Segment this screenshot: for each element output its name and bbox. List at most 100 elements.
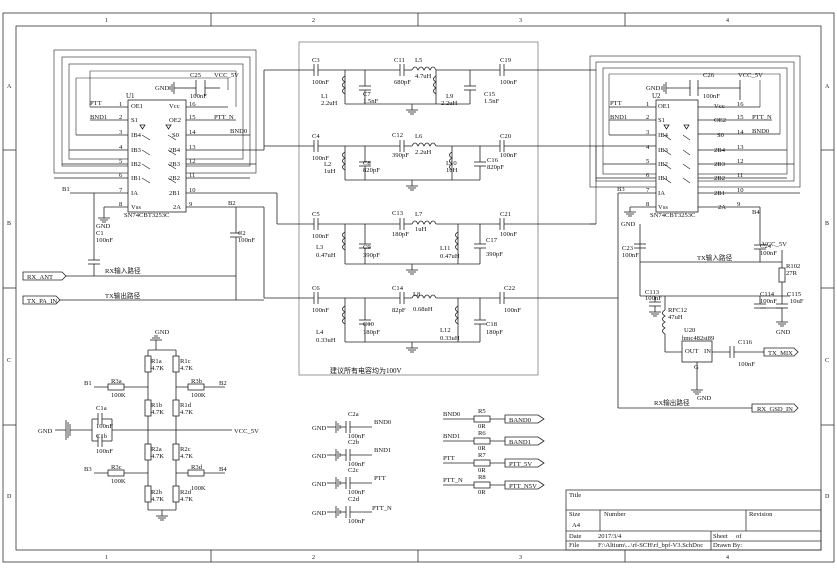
r8-ref: R8	[478, 474, 486, 481]
r1a-ref: R1a	[151, 358, 162, 365]
c10-value: 180pF	[363, 329, 380, 336]
r1c-value: 4.7K	[180, 365, 193, 372]
r3b-ref: R3b	[191, 378, 203, 385]
c9-ref: C9	[363, 244, 371, 251]
l12-value: 0.33uH	[440, 335, 460, 342]
rx-gsd-in-port	[751, 403, 799, 413]
c18-value: 180pF	[486, 329, 503, 336]
tb-file-value: F:\Altium\...\rf-SCH\rf_bpf-V3.SchDoc	[598, 542, 703, 549]
c19-ref: C19	[500, 57, 512, 64]
u1-pin-vcc: Vcc	[169, 103, 180, 110]
rfc12-value: 47uH	[668, 314, 683, 321]
u1-gnd-label: GND	[155, 85, 170, 92]
l2-ref: L2	[324, 161, 331, 168]
u1-chip	[127, 99, 187, 213]
c12-value: 390pF	[392, 152, 409, 159]
c7-ref: C7	[363, 91, 371, 98]
l9-ref: L9	[446, 93, 454, 100]
c1a-ref: C1a	[96, 405, 107, 412]
row-label-d: D	[7, 494, 12, 500]
c2c-gnd-label: GND	[312, 481, 327, 488]
c10-ref: C10	[363, 321, 375, 328]
ptt-5v-port-label: PTT_5V	[509, 461, 532, 468]
filter-note: 建议所有电容均为100V	[330, 366, 402, 375]
c19-value: 100nF	[500, 79, 517, 86]
u1-pin-14: 14	[189, 129, 196, 136]
row-label-b: B	[7, 221, 11, 227]
u2-pin-ib4: IB4	[658, 132, 669, 139]
title-block	[565, 489, 822, 551]
rx-gnd-label: GND	[776, 329, 791, 336]
r2c-ref: R2c	[180, 446, 191, 453]
c8-ref: C8	[363, 160, 371, 167]
u2-pin-6: 6	[646, 172, 650, 179]
rx-ant-port	[22, 271, 67, 281]
u2-gnd-label: GND	[646, 85, 661, 92]
rx-gsd-in-label: RX_GSD_IN	[757, 406, 793, 413]
tx-output-path-label: TX输出路径	[105, 291, 141, 300]
u1-ptt-n-label: PTT_N	[214, 114, 234, 121]
c2b-value: 100nF	[348, 461, 365, 468]
c20-value: 100nF	[500, 152, 517, 159]
band0-port	[504, 414, 545, 424]
c114-value: 100nF	[760, 298, 777, 305]
c14-value: 82pF	[392, 307, 406, 314]
l2-value: 1uH	[324, 168, 336, 175]
u2-pin-7: 7	[646, 187, 650, 194]
tb-sheet-label: Sheet	[713, 533, 728, 540]
r1b-value: 4.7K	[151, 409, 164, 416]
u2-pin-12: 12	[737, 158, 744, 165]
u2-pin-vss: Vss	[658, 204, 668, 211]
r8-net: PTT_N	[443, 477, 463, 484]
c116-ref: C116	[738, 339, 753, 346]
c1-value: 100nF	[96, 237, 113, 244]
tb-size-label: Size	[569, 511, 580, 518]
c8-value: 820pF	[363, 167, 380, 174]
l10-ref: L10	[446, 160, 457, 167]
r2c-value: 4.7K	[180, 453, 193, 460]
c26-ref: C26	[703, 72, 715, 79]
filter-band-3	[264, 292, 618, 353]
r1c-ref: R1c	[180, 358, 191, 365]
u2-pin-ib2: IB2	[658, 161, 668, 168]
ptt-n5v-port-label: PTT_N5V	[509, 483, 537, 490]
c5-ref: C5	[312, 211, 320, 218]
col-label-2: 2	[312, 18, 315, 24]
l7-ref: L7	[415, 211, 423, 218]
u1-pin-s0: S0	[172, 132, 180, 139]
filter-band-0	[264, 64, 596, 115]
u2-b3-label: B3	[617, 186, 625, 193]
c7-value: 1.5nF	[363, 98, 379, 105]
rn-b4-label: B4	[219, 466, 227, 473]
u1-pin-2b4: 2B4	[169, 147, 181, 154]
rfc12-ref: RFC12	[668, 307, 687, 314]
tb-revision-label: Revision	[749, 511, 773, 518]
u2-chip	[655, 99, 699, 213]
l10-value: 1uH	[446, 167, 458, 174]
c2b-ref: C2b	[348, 439, 360, 446]
row-label-c-right: C	[825, 358, 829, 364]
rx-amp-wiring	[618, 250, 790, 409]
l8-ref: L8	[413, 291, 421, 298]
u2-part: SN74CBT3253C	[650, 212, 696, 219]
r6-ref: R6	[478, 430, 486, 437]
u20-gnd-label: GND	[697, 395, 712, 402]
col-label-4: 4	[726, 18, 729, 24]
c1b-value: 100nF	[96, 448, 113, 455]
c26-value: 100nF	[703, 93, 720, 100]
c23-ref: C23	[622, 245, 634, 252]
u20-part: hmc482st89	[682, 335, 715, 342]
c2a-gnd-label: GND	[312, 425, 327, 432]
u20-out-pin: OUT	[685, 348, 699, 355]
u1-pin-15: 15	[189, 114, 196, 121]
u20-gnd-pin: G	[694, 364, 699, 371]
band0-port-label: BAND0	[509, 417, 532, 424]
u1-part: SN74CBT3253C	[124, 212, 170, 219]
u1-pin-2b1: 2B1	[169, 190, 180, 197]
u2-pin-3: 3	[646, 129, 650, 136]
u2-pin-9: 9	[737, 201, 741, 208]
u2-vcc-label: VCC_5V	[738, 72, 763, 79]
u1-pin-ib2: IB2	[131, 161, 141, 168]
l3-ref: L3	[316, 244, 324, 251]
ptt-5v-port	[504, 458, 545, 468]
